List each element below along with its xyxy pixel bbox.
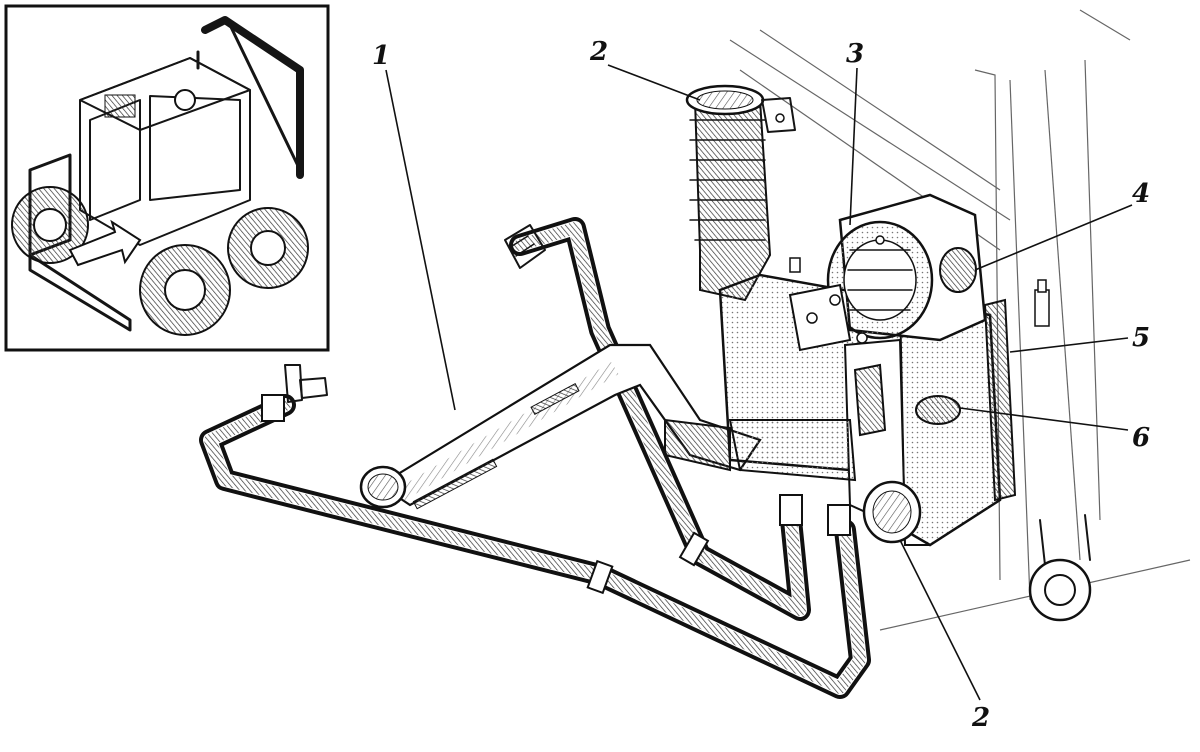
cab-frame-lines [729, 9, 1191, 631]
inset-vehicle-illustration [4, 4, 330, 352]
callout-leader-lines [385, 64, 1133, 701]
callout-1: 1 [372, 41, 390, 71]
mounting-plate [983, 298, 1017, 502]
callout-3: 3 [846, 39, 864, 69]
coolant-hoses [199, 217, 871, 699]
inset-location-arrow [68, 219, 142, 267]
bottom-air-outlet [862, 480, 922, 544]
air-distribution-duct [359, 343, 762, 510]
callout-5: 5 [1132, 323, 1150, 353]
callout-4: 4 [1132, 179, 1150, 209]
blower-intake-grille [939, 247, 977, 293]
inset-wheel-rear-left [139, 244, 231, 336]
mounting-pin [1034, 279, 1050, 327]
callout-labels: 1 2 3 4 5 6 2 [372, 37, 1150, 733]
inset-wheel-front-left [11, 186, 89, 264]
hose-elbow-fitting [504, 224, 546, 269]
callout-2-outlet: 2 [971, 703, 990, 733]
callout-2-intake: 2 [589, 37, 608, 67]
corrugated-intake-hose [685, 84, 796, 302]
inset-wheel-rear-right [227, 207, 309, 289]
callout-6: 6 [1132, 423, 1150, 453]
blower-fan-motor [788, 193, 987, 352]
side-outlet-opening [915, 395, 961, 425]
mounting-eye [1028, 514, 1092, 622]
